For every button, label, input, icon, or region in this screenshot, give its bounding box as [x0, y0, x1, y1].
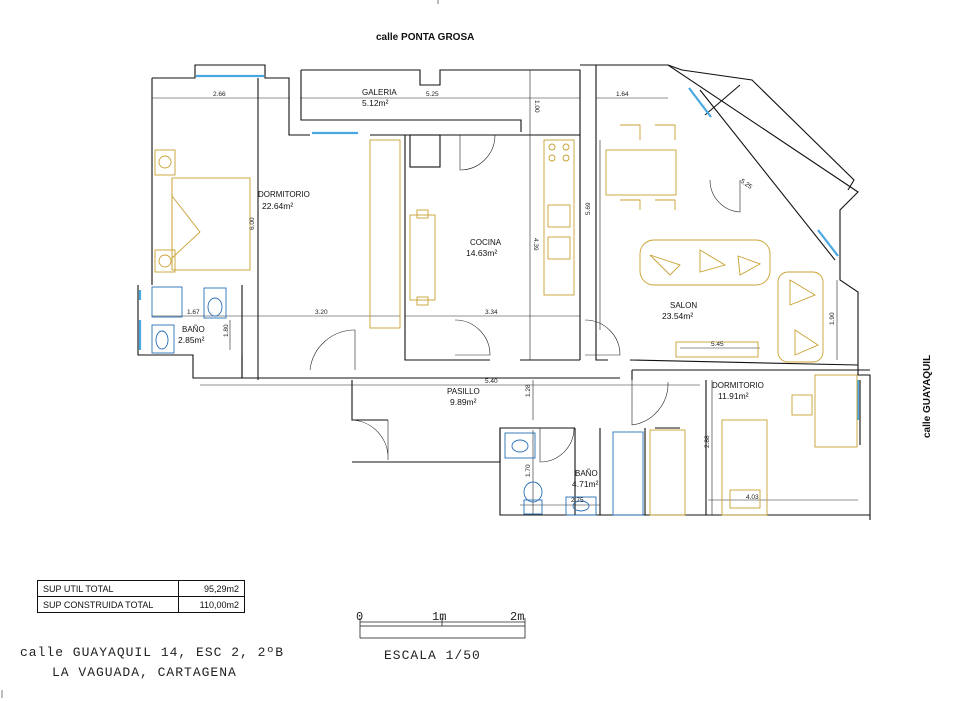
dimension-lines [152, 70, 858, 515]
dim-569: 5.69 [585, 202, 592, 215]
room-cocina-area: 14.63m² [466, 248, 497, 258]
dim-600: 6.00 [249, 217, 256, 230]
desk [791, 374, 858, 448]
dim-334: 3.34 [485, 309, 498, 316]
kitchen-table [409, 209, 436, 306]
scale-tick-2m: 2m [510, 610, 524, 624]
surface-util-label: SUP UTIL TOTAL [37, 580, 179, 597]
table-row: SUP CONSTRUIDA TOTAL 110,00m2 [37, 596, 245, 613]
kitchen-counter [543, 139, 575, 296]
room-galeria-name: GALERIA [362, 88, 397, 97]
surface-util-value: 95,29m2 [178, 580, 245, 597]
address-line-2: LA VAGUADA, CARTAGENA [52, 665, 237, 680]
tv-unit [675, 341, 759, 358]
surface-construida-label: SUP CONSTRUIDA TOTAL [37, 596, 179, 613]
bathtub [612, 429, 686, 516]
dim-167: 1.67 [187, 309, 200, 316]
dim-288: 2.88 [704, 435, 711, 448]
bed-single [721, 419, 768, 516]
room-galeria-area: 5.12m² [362, 98, 389, 108]
room-bano1-area: 2.85m² [178, 335, 205, 345]
scale-bar: 0 1m 2m [356, 610, 526, 639]
dim-180: 1.80 [223, 324, 230, 337]
room-cocina-name: COCINA [470, 238, 502, 247]
dim-545: 5.45 [711, 341, 724, 348]
room-pasillo-area: 9.89m² [450, 397, 477, 407]
room-salon-name: SALON [670, 301, 697, 310]
exterior-walls [137, 64, 871, 520]
scale-label: ESCALA 1/50 [384, 648, 481, 663]
bathroom-fixtures [151, 286, 597, 516]
dim-403: 4.03 [746, 494, 759, 501]
room-dormitorio2-area: 11.91m² [718, 391, 749, 401]
room-dormitorio1-area: 22.64m² [262, 201, 293, 211]
room-bano1-name: BAÑO [182, 325, 205, 334]
room-salon-area: 23.54m² [662, 311, 693, 321]
scale-tick-1m: 1m [432, 610, 446, 624]
room-bano2-area: 4.71m² [572, 479, 599, 489]
dim-190: 1.90 [829, 312, 836, 325]
dim-275: 2.75 [571, 497, 584, 504]
wardrobe [369, 139, 401, 329]
dim-266: 2.66 [213, 91, 226, 98]
dim-128: 1.28 [525, 384, 532, 397]
address-line-1: calle GUAYAQUIL 14, ESC 2, 2ºB [20, 645, 285, 660]
dim-164: 1.64 [616, 91, 629, 98]
surface-table: SUP UTIL TOTAL 95,29m2 SUP CONSTRUIDA TO… [37, 580, 245, 613]
dim-320: 3.20 [315, 309, 328, 316]
street-north-label: calle PONTA GROSA [376, 32, 474, 43]
room-dormitorio2-name: DORMITORIO [712, 381, 764, 390]
dim-170: 1.70 [525, 464, 532, 477]
room-pasillo-name: PASILLO [447, 387, 480, 396]
dim-540: 5.40 [485, 378, 498, 385]
doors [309, 134, 741, 463]
dim-439: 4.39 [532, 238, 539, 251]
scale-tick-0: 0 [356, 610, 363, 624]
table-row: SUP UTIL TOTAL 95,29m2 [37, 580, 245, 597]
bed-double [154, 149, 251, 273]
sofa [639, 239, 771, 286]
room-dormitorio1-name: DORMITORIO [258, 190, 310, 199]
street-east-label: calle GUAYAQUIL [922, 355, 933, 438]
room-bano2-name: BAÑO [575, 469, 598, 478]
fridge [409, 134, 441, 168]
dim-525b: 5.25 [739, 178, 754, 191]
dining-table [605, 124, 677, 210]
surface-construida-value: 110,00m2 [178, 596, 245, 613]
dim-100: 1.00 [533, 100, 540, 113]
armchair [777, 271, 824, 363]
dim-525: 5.25 [426, 91, 439, 98]
windows [138, 74, 860, 420]
